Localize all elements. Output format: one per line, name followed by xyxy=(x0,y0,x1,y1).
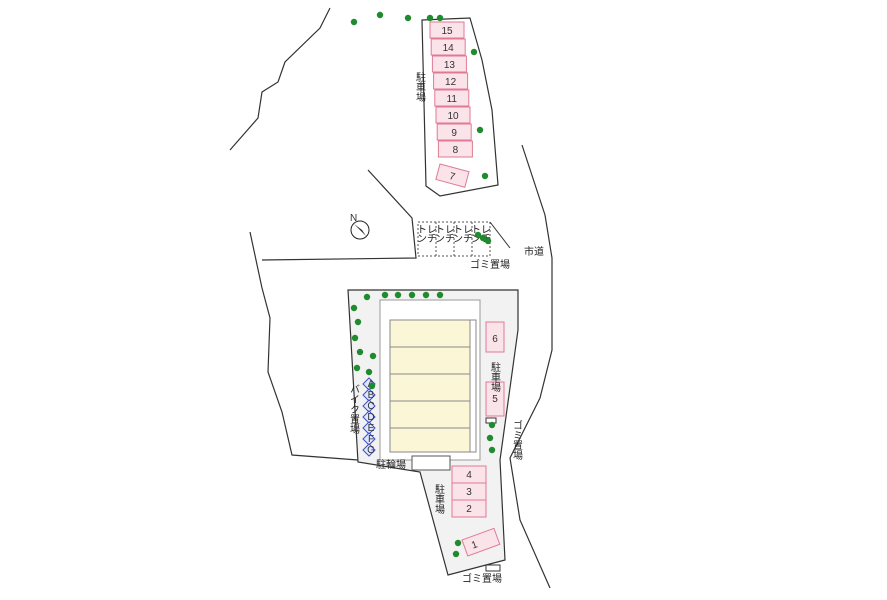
trash-label-1: ゴミ置場 xyxy=(470,258,510,271)
tree-icon xyxy=(479,234,487,242)
tree-icon xyxy=(350,304,358,312)
parking-stall: 13 xyxy=(431,55,467,73)
parking-stall: 9 xyxy=(436,123,472,141)
tree-icon xyxy=(484,237,492,245)
trench-label: ンチ xyxy=(435,233,455,245)
parking-stall: 2 xyxy=(451,499,487,518)
north-arrow-icon: N xyxy=(350,213,370,240)
tree-icon xyxy=(353,364,361,372)
stall-number: 13 xyxy=(444,60,456,71)
parking-stall: 11 xyxy=(434,89,470,107)
bike-parking-label: バイク置場 xyxy=(348,384,360,435)
tree-icon xyxy=(404,14,412,22)
trench-label: トレ xyxy=(435,225,455,236)
tree-icon xyxy=(470,48,478,56)
trench-label: トレ xyxy=(453,225,473,236)
stall-number: 11 xyxy=(447,94,458,105)
tree-icon xyxy=(488,421,496,429)
stall-number: 8 xyxy=(453,145,459,156)
stall-number: 4 xyxy=(466,470,472,481)
tree-icon xyxy=(356,348,364,356)
bicycle-parking-label: 駐輪場 xyxy=(376,458,406,471)
parking-stall: 5 xyxy=(485,381,505,417)
trash-box-south xyxy=(485,564,501,572)
trash-label-3: ゴミ置場 xyxy=(462,572,502,585)
svg-text:N: N xyxy=(350,213,357,224)
north-parking-stalls: 15 14 13 12 11 10 9 8 7 xyxy=(429,21,473,188)
city-road-label: 市道 xyxy=(524,245,544,258)
parking-stall: 12 xyxy=(433,72,469,90)
tree-icon xyxy=(351,334,359,342)
tree-icon xyxy=(408,291,416,299)
boundary-lines xyxy=(229,7,553,589)
tree-icon xyxy=(481,172,489,180)
south-parking-stalls: 4 3 2 1 xyxy=(451,465,501,557)
bike-slot-letter: D xyxy=(367,412,374,423)
stall-number: 2 xyxy=(466,504,472,515)
tree-icon xyxy=(365,368,373,376)
stall-number: 5 xyxy=(492,394,498,405)
parking-stall: 15 xyxy=(429,21,465,39)
east-parking-label: 駐車場 xyxy=(489,361,501,393)
building xyxy=(389,319,477,453)
tree-icon xyxy=(394,291,402,299)
tree-icon xyxy=(376,11,384,19)
building-body xyxy=(389,319,471,453)
trench-label: トレ xyxy=(471,225,491,236)
bike-slot-letter: F xyxy=(368,434,374,445)
tree-icon xyxy=(369,352,377,360)
stall-number: 10 xyxy=(447,111,459,122)
parking-stall-angled: 1 xyxy=(461,527,501,557)
stall-number: 15 xyxy=(441,26,453,37)
parking-stall: 6 xyxy=(485,321,505,353)
tree-icon xyxy=(354,318,362,326)
bike-slot: G xyxy=(362,443,376,457)
tree-icon xyxy=(350,18,358,26)
parking-stall-angled: 7 xyxy=(435,163,470,188)
bike-slot-letter: C xyxy=(367,401,374,412)
tree-icon xyxy=(368,382,376,390)
parking-stall: 10 xyxy=(435,106,471,124)
stall-number: 9 xyxy=(451,128,457,139)
north-parking-area xyxy=(421,17,499,197)
tree-icon xyxy=(436,291,444,299)
trash-label-2: ゴミ置場 xyxy=(511,419,523,461)
parking-stall: 3 xyxy=(451,482,487,501)
trench-label: トレ xyxy=(417,225,437,236)
stall-number: 14 xyxy=(443,43,455,54)
north-parking-label: 駐車場 xyxy=(414,71,426,103)
trench-label: ンチ xyxy=(417,233,437,245)
south-parking-label: 駐車場 xyxy=(433,483,445,515)
tree-icon xyxy=(426,14,434,22)
tree-icon xyxy=(422,291,430,299)
trees xyxy=(350,11,496,558)
trench-label: ンチ xyxy=(453,233,473,245)
parking-stall: 4 xyxy=(451,465,487,484)
tree-icon xyxy=(486,434,494,442)
bike-slot-letter: E xyxy=(368,423,375,434)
bike-slot-letter: G xyxy=(367,445,375,456)
bicycle-parking-rect xyxy=(411,455,451,471)
tree-icon xyxy=(452,550,460,558)
stall-number: 12 xyxy=(445,77,457,88)
stall-number: 3 xyxy=(466,487,472,498)
tree-icon xyxy=(363,293,371,301)
tree-icon xyxy=(436,14,444,22)
tree-icon xyxy=(381,291,389,299)
east-parking-stalls: 65 xyxy=(485,321,505,417)
parking-stall: 14 xyxy=(430,38,466,56)
stall-number: 7 xyxy=(448,171,457,183)
tree-icon xyxy=(454,539,462,547)
stall-number: 6 xyxy=(492,334,498,345)
parking-stall: 8 xyxy=(437,140,473,158)
building-corridor xyxy=(469,319,477,453)
tree-icon xyxy=(476,126,484,134)
tree-icon xyxy=(474,231,482,239)
tree-icon xyxy=(488,446,496,454)
stall-number: 1 xyxy=(470,539,479,551)
bike-slot-letter: B xyxy=(368,390,375,401)
